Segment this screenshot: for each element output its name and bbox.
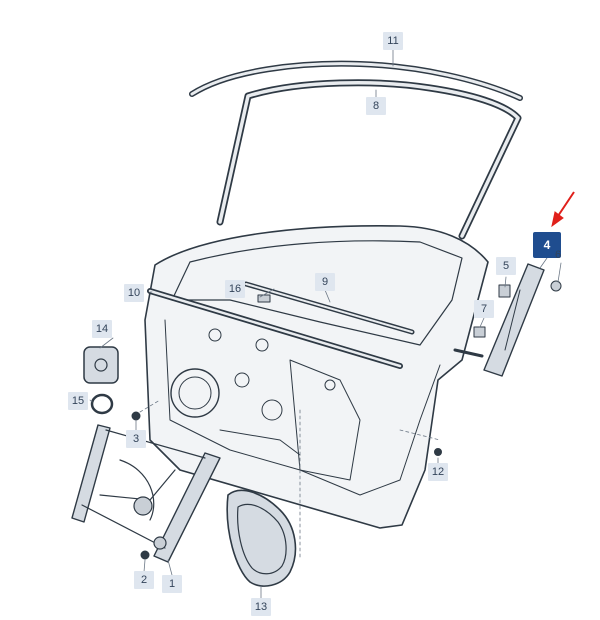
callout-2[interactable]: 2 [134,571,154,589]
part-4-trim-strip [483,263,545,377]
part-7-clip [473,326,486,338]
callout-10[interactable]: 10 [124,284,144,302]
pointer-arrow-icon [551,191,575,228]
callout-9[interactable]: 9 [315,273,335,291]
part-15-ring [90,393,114,415]
callout-5[interactable]: 5 [496,257,516,275]
callout-4[interactable]: 4 [533,232,561,258]
part-12-bolt [434,448,442,456]
callout-11[interactable]: 11 [383,32,403,50]
part-5-clip [498,284,511,298]
part-16-clip [257,294,271,303]
callout-1[interactable]: 1 [162,575,182,593]
callout-6[interactable]: 6 [554,249,562,261]
part-1-regulator [71,424,221,563]
part-3-nut [131,411,141,421]
callout-12[interactable]: 12 [428,463,448,481]
part-13-trim [226,489,297,587]
part-6-screw [550,280,562,292]
callout-15[interactable]: 15 [68,392,88,410]
callout-16[interactable]: 16 [225,280,245,298]
part-14-cover [83,346,119,384]
callout-8[interactable]: 8 [366,97,386,115]
callout-3[interactable]: 3 [126,430,146,448]
callout-7[interactable]: 7 [474,300,494,318]
door-shell [144,224,489,529]
callout-13[interactable]: 13 [251,598,271,616]
part-2-nut [140,550,150,560]
callout-14[interactable]: 14 [92,320,112,338]
